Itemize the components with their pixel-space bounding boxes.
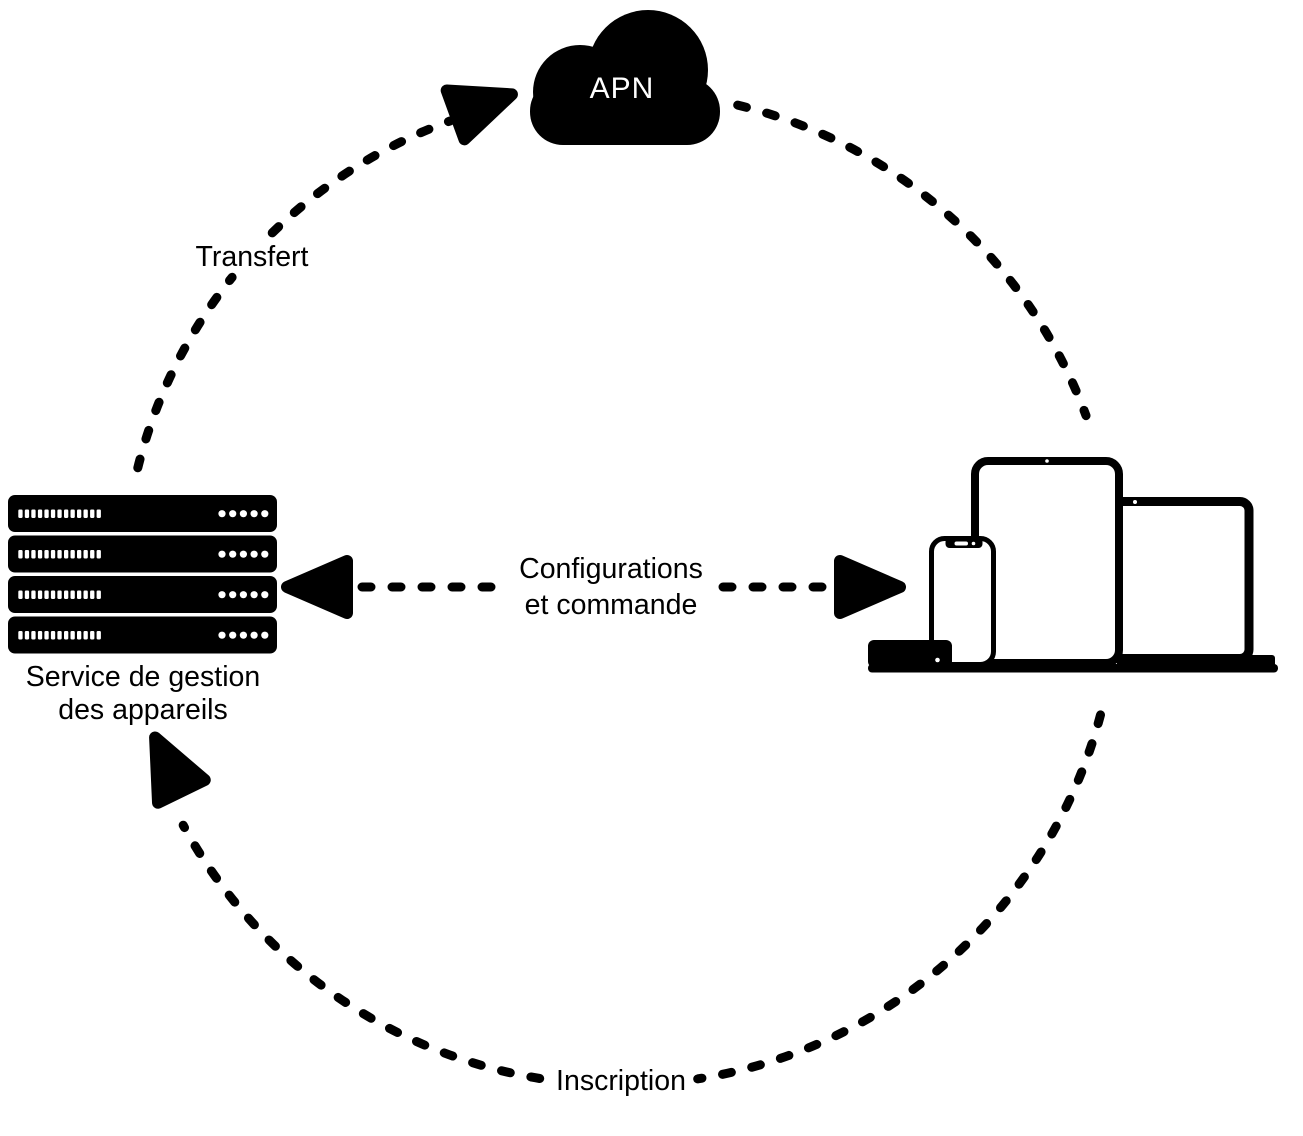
- server-label-line1: Service de gestion: [26, 661, 260, 693]
- server-label-line2: des appareils: [58, 694, 228, 726]
- server-slab-2: [8, 535, 277, 573]
- iphone-icon: [929, 536, 996, 667]
- arrowhead-to-apn-icon: [447, 70, 521, 139]
- server-slab-3: [8, 576, 277, 613]
- arc-inscription-label-to-server: [178, 820, 545, 1083]
- server-slab-1: [8, 495, 277, 532]
- arc-server-to-transfert-label: [133, 272, 237, 473]
- ipad-icon: [971, 457, 1123, 667]
- configurations-label-line2: et commande: [525, 589, 698, 621]
- arc-transfert-label-to-apn: [267, 116, 455, 238]
- apn-label: APN: [590, 72, 655, 105]
- arrowhead-center-left-icon: [287, 561, 347, 613]
- devices-icon: [868, 457, 1278, 673]
- arc-apn-to-devices: [733, 100, 1091, 421]
- arrowhead-to-server-icon: [132, 726, 205, 803]
- apn-cloud-icon: APN: [530, 10, 720, 145]
- server-slab-4: [8, 616, 277, 654]
- apple-tv-icon: [868, 640, 952, 668]
- configurations-label-line1: Configurations: [519, 553, 703, 585]
- arrowhead-center-right-icon: [840, 561, 900, 613]
- server-rack-icon: [8, 495, 277, 654]
- arc-devices-to-inscription-label: [693, 710, 1105, 1084]
- transfert-label: Transfert: [196, 241, 309, 273]
- macbook-icon: [1090, 497, 1275, 667]
- inscription-label: Inscription: [556, 1065, 686, 1097]
